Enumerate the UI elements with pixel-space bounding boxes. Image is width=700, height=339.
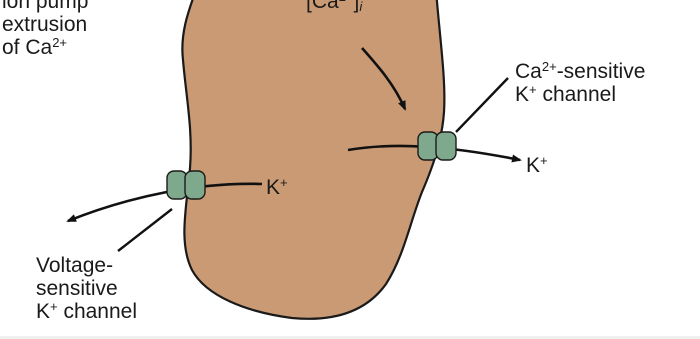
cell-body [182, 0, 444, 319]
k-inside-text: K [266, 176, 280, 199]
k-right-text: K [526, 154, 540, 177]
ca-conc-open: [Ca [306, 0, 339, 13]
ca-channel-line1-prefix: Ca [515, 60, 542, 83]
channel-subunit [436, 132, 456, 160]
channel-subunit [185, 171, 205, 199]
channel-subunit [167, 171, 187, 199]
channel-subunit [418, 132, 438, 160]
voltage-channel-line3-sup: + [50, 299, 58, 314]
potassium-right-label: K+ [526, 154, 548, 177]
ion-pump-line2: extrusion [2, 13, 88, 36]
ion-pump-line3-sup: 2+ [52, 35, 67, 50]
ion-pump-label: ion pump extrusion of Ca2+ [2, 0, 88, 59]
potassium-inside-label: K+ [266, 176, 288, 199]
voltage-channel-line1: Voltage- [36, 254, 137, 277]
ca-channel-line1-sup: 2+ [542, 59, 557, 74]
ion-pump-line3: of Ca2+ [2, 36, 88, 59]
voltage-channel-line2: sensitive [36, 277, 137, 300]
ion-channel-icon [167, 171, 205, 199]
ca-conc-sub: i [359, 0, 362, 14]
ca-sensitive-channel-label: Ca2+-sensitive K+ channel [515, 60, 645, 106]
voltage-channel-line3-prefix: K [36, 300, 50, 323]
ca-channel-line1-suffix: -sensitive [557, 60, 646, 83]
ca-channel-line2: K+ channel [515, 83, 645, 106]
voltage-sensitive-channel-label: Voltage- sensitive K+ channel [36, 254, 137, 323]
voltage-channel-leader-line [118, 209, 172, 251]
ion-channel-icon [418, 132, 456, 160]
ca-channel-leader-line [456, 78, 508, 132]
ca-channel-line1: Ca2+-sensitive [515, 60, 645, 83]
ion-pump-line1: ion pump [2, 0, 88, 13]
voltage-channel-line3: K+ channel [36, 300, 137, 323]
k-right-sup: + [540, 153, 548, 168]
ca-channel-line2-suffix: channel [537, 83, 616, 106]
ca-channel-line2-prefix: K [515, 83, 529, 106]
ca-channel-line2-sup: + [529, 82, 537, 97]
k-inside-sup: + [280, 175, 288, 190]
calcium-concentration-label: [Ca2+]i [306, 0, 362, 13]
voltage-channel-line3-suffix: channel [58, 300, 137, 323]
ca-conc-sup: 2+ [339, 0, 354, 4]
ion-pump-line3-text: of Ca [2, 36, 52, 59]
